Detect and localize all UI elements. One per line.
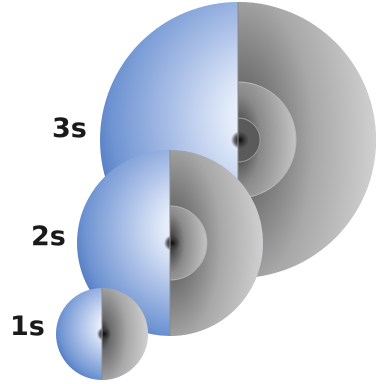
orbital-label-3s: 3s [52, 113, 87, 144]
orbital-1s-nucleus [97, 327, 111, 341]
orbital-label-2s: 2s [31, 221, 66, 252]
orbital-3s-nucleus [231, 131, 249, 149]
orbital-label-1s: 1s [10, 311, 45, 342]
orbital-1s-sphere [56, 288, 148, 380]
orbital-2s-nucleus [164, 235, 180, 251]
